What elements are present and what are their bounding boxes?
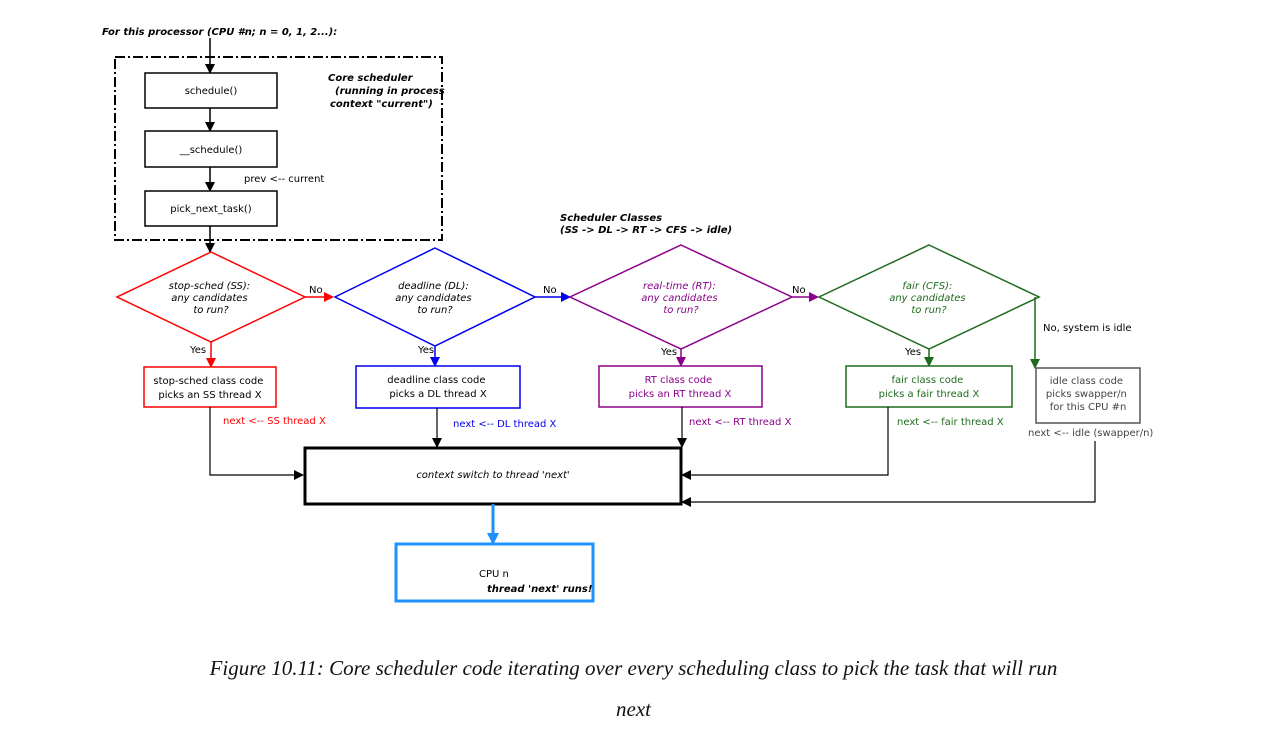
scheduler-flowchart: For this processor (CPU #n; n = 0, 1, 2.…	[102, 27, 1153, 603]
ss-next-label: next <-- SS thread X	[223, 416, 326, 427]
ss-no-label: No	[309, 285, 323, 296]
cfs-no-label: No, system is idle	[1043, 323, 1132, 334]
idle-to-context-arrow	[681, 441, 1096, 507]
pick-next-task-label: pick_next_task()	[170, 204, 252, 215]
cpu-runs-label: thread 'next' runs!	[487, 584, 592, 595]
dl-next-label: next <-- DL thread X	[453, 419, 557, 430]
__schedule-label: __schedule()	[179, 145, 243, 156]
rt-decision-text: real-time (RT): any candidates to run?	[641, 281, 721, 316]
cfs-yes-label: Yes	[904, 347, 921, 358]
ss-to-context-arrow	[209, 407, 304, 480]
dl-no-label: No	[543, 285, 557, 296]
figure-caption-line-1: Figure 10.11: Core scheduler code iterat…	[209, 656, 1058, 680]
core-scheduler-frame	[114, 56, 443, 241]
rt-class-box	[598, 365, 763, 408]
dl-class-text: deadline class code picks a DL thread X	[387, 375, 489, 400]
cpu-box	[394, 542, 595, 603]
figure-caption-line-2: next	[616, 697, 651, 721]
rt-yes-label: Yes	[660, 347, 677, 358]
cfs-next-label: next <-- fair thread X	[897, 417, 1004, 428]
cfs-class-text: fair class code picks a fair thread X	[879, 375, 980, 400]
ss-class-text: stop-sched class code picks an SS thread…	[153, 376, 266, 401]
schedule-box	[144, 72, 278, 109]
ss-class-box	[143, 366, 277, 408]
idle-class-text: idle class code picks swapper/n for this…	[1046, 376, 1130, 413]
cfs-class-box	[845, 365, 1013, 408]
dl-class-box	[355, 365, 521, 409]
idle-class-box	[1035, 367, 1141, 424]
idle-next-label: next <-- idle (swapper/n)	[1028, 428, 1153, 439]
dl-yes-label: Yes	[417, 345, 434, 356]
dl-decision-text: deadline (DL): any candidates to run?	[395, 281, 475, 316]
rt-next-label: next <-- RT thread X	[689, 417, 792, 428]
ss-yes-label: Yes	[189, 345, 206, 356]
processor-header: For this processor (CPU #n; n = 0, 1, 2.…	[102, 27, 337, 38]
core-scheduler-title: Core scheduler (running in process conte…	[328, 73, 448, 110]
prev-current-label: prev <-- current	[244, 174, 324, 185]
context-switch-box	[303, 446, 683, 506]
cfs-to-context-arrow	[681, 407, 889, 480]
rt-no-label: No	[792, 285, 806, 296]
scheduler-classes-title: Scheduler Classes (SS -> DL -> RT -> CFS…	[560, 213, 732, 236]
cpu-label: CPU n	[479, 569, 509, 580]
pick-next-task-box	[144, 190, 278, 227]
cfs-decision-text: fair (CFS): any candidates to run?	[889, 281, 969, 316]
__schedule-box	[144, 130, 278, 168]
context-switch-label: context switch to thread 'next'	[416, 470, 569, 481]
ss-decision-text: stop-sched (SS): any candidates to run?	[169, 281, 254, 316]
rt-class-text: RT class code picks an RT thread X	[629, 375, 732, 400]
schedule-label: schedule()	[185, 86, 238, 97]
